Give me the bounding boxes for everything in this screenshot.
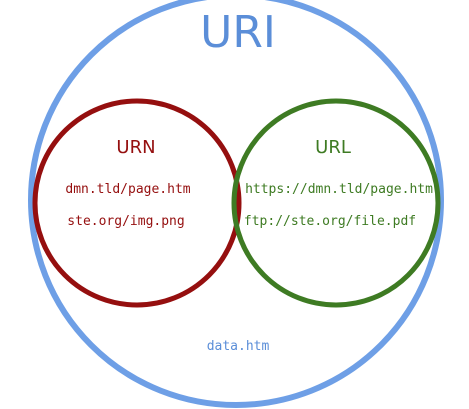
url-item: ftp://ste.org/file.pdf bbox=[244, 214, 416, 229]
url-circle bbox=[231, 98, 441, 308]
uri-outer-item: data.htm bbox=[207, 339, 270, 354]
urn-item: dmn.tld/page.htm bbox=[65, 182, 190, 197]
uri-title: URI bbox=[200, 7, 276, 58]
uri-outer-circle bbox=[28, 0, 444, 408]
urn-label: URN bbox=[116, 137, 155, 158]
urn-circle bbox=[32, 98, 242, 308]
urn-item: ste.org/img.png bbox=[67, 214, 184, 229]
url-label: URL bbox=[315, 137, 351, 158]
url-item: https://dmn.tld/page.htm bbox=[245, 182, 433, 197]
